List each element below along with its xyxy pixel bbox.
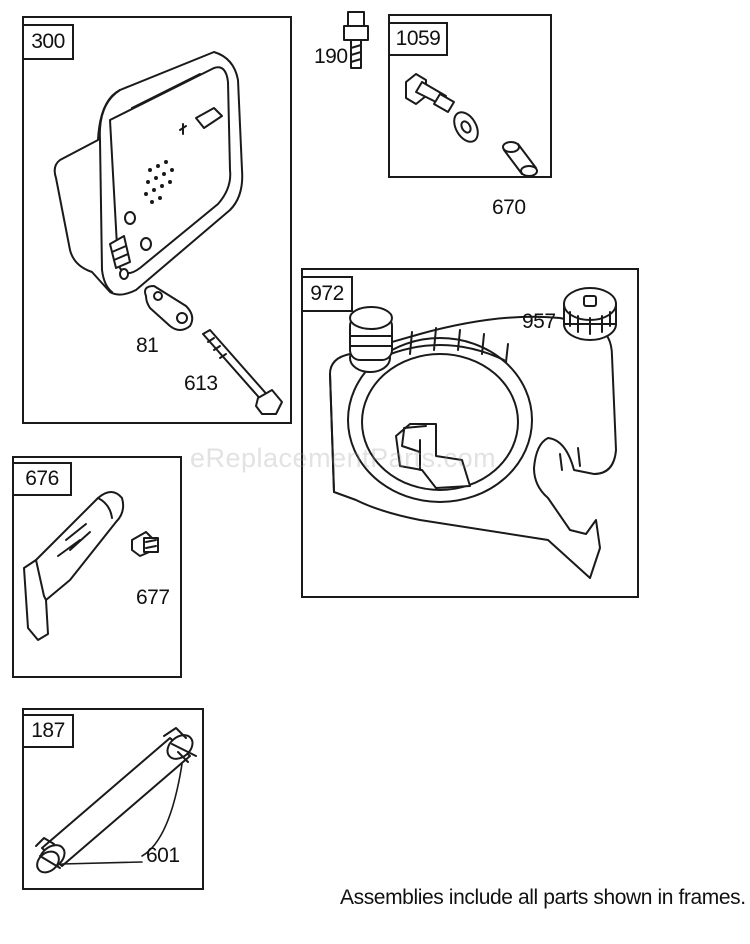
shield-676-drawing <box>23 491 125 641</box>
spacer-670-drawing <box>502 141 538 177</box>
part-number-613: 613 <box>184 372 218 395</box>
frame-187 <box>22 708 204 890</box>
part-number-957: 957 <box>522 310 556 333</box>
frame-676 <box>12 456 182 678</box>
frame-label-187: 187 <box>22 714 74 748</box>
fuel-cap-drawing <box>563 287 617 341</box>
leader-lines <box>61 763 183 865</box>
gasket-drawing <box>144 285 194 331</box>
bolt-washer-drawing <box>405 73 479 143</box>
frame-label-1059: 1059 <box>388 22 448 56</box>
frame-label-972: 972 <box>301 276 353 312</box>
frame-300 <box>22 16 292 424</box>
screw-190-drawing <box>343 11 369 69</box>
fuel-tank-drawing <box>329 306 617 579</box>
part-number-601: 601 <box>146 844 180 867</box>
frame-1059 <box>388 14 552 178</box>
screw-677-drawing <box>131 531 159 557</box>
part-number-81: 81 <box>136 334 159 357</box>
watermark-text: eReplacementParts.com <box>190 443 497 473</box>
frame-972 <box>301 268 639 598</box>
frame-label-676: 676 <box>12 462 72 496</box>
part-number-677: 677 <box>136 586 170 609</box>
part-number-670: 670 <box>492 196 526 219</box>
breather-tube-drawing <box>35 727 197 874</box>
frame-label-300: 300 <box>22 24 74 60</box>
leader-601-b <box>141 763 183 857</box>
muffler-guard-drawing <box>53 51 244 296</box>
part-number-190: 190 <box>314 45 348 68</box>
footer-note: Assemblies include all parts shown in fr… <box>340 886 746 909</box>
screw-613-drawing <box>202 329 283 415</box>
leader-601-a <box>61 861 143 865</box>
